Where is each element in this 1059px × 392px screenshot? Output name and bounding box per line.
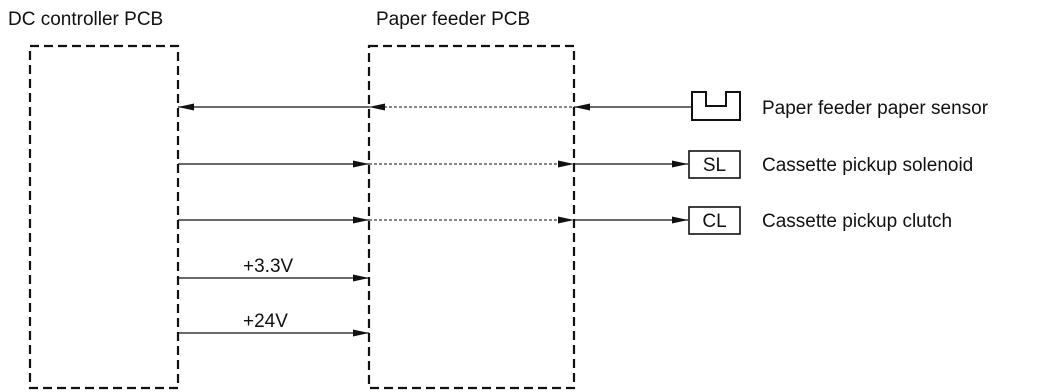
solenoid-signal-line <box>178 160 688 168</box>
clutch-icon: CL <box>688 206 741 235</box>
power-line-3v3: +3.3V <box>178 256 369 282</box>
arrowhead <box>353 160 369 168</box>
arrowhead <box>353 274 369 282</box>
power-label-3v3: +3.3V <box>243 256 294 277</box>
paper-feeder-title: Paper feeder PCB <box>376 9 530 30</box>
solenoid-icon: SL <box>688 150 741 179</box>
power-line-24v: +24V <box>178 311 369 337</box>
dc-controller-title: DC controller PCB <box>8 9 163 30</box>
power-label-24v: +24V <box>243 311 288 332</box>
solenoid-label: Cassette pickup solenoid <box>762 155 973 176</box>
arrowhead <box>178 103 194 111</box>
sensor-icon <box>691 91 741 121</box>
arrowhead <box>574 103 590 111</box>
arrowhead <box>353 216 369 224</box>
arrowhead <box>558 160 574 168</box>
sensor-signal-line <box>178 103 692 111</box>
solenoid-symbol: SL <box>703 155 726 176</box>
clutch-signal-line <box>178 216 688 224</box>
clutch-symbol: CL <box>702 211 726 232</box>
sensor-label: Paper feeder paper sensor <box>762 98 989 119</box>
dc-controller-pcb <box>28 44 180 390</box>
arrowhead <box>672 216 688 224</box>
clutch-label: Cassette pickup clutch <box>762 211 952 232</box>
arrowhead <box>672 160 688 168</box>
arrowhead <box>558 216 574 224</box>
arrowhead <box>353 329 369 337</box>
arrowhead <box>369 103 385 111</box>
paper-feeder-pcb <box>367 44 576 390</box>
